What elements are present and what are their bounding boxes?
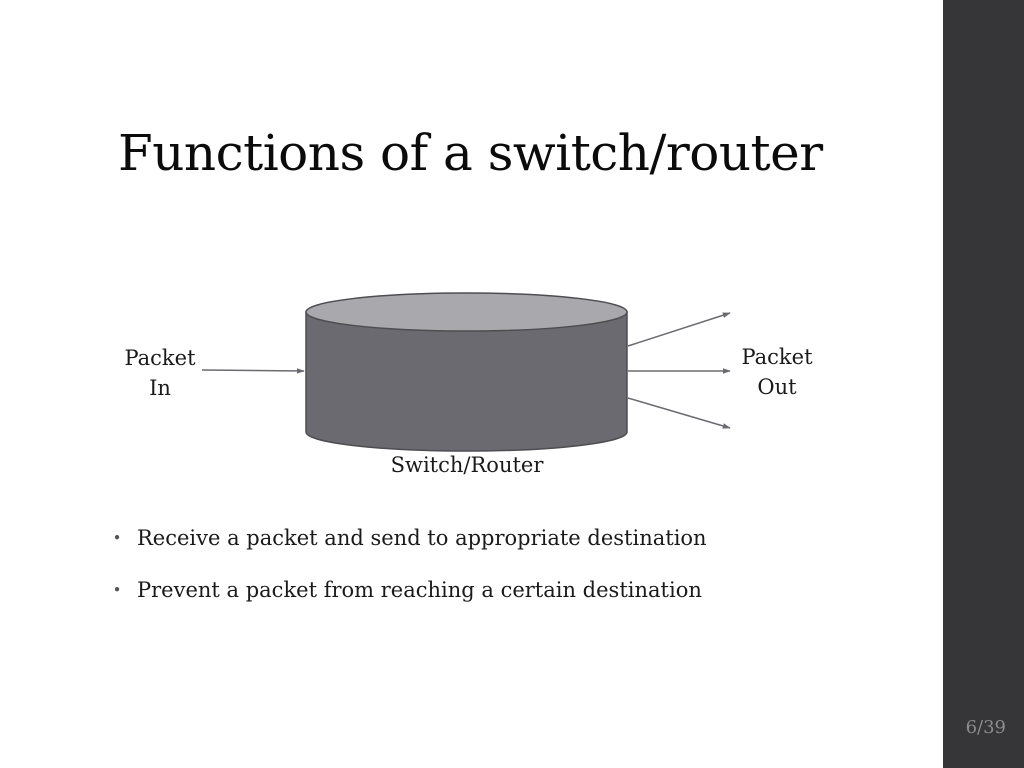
slide-title: Functions of a switch/router <box>118 124 823 182</box>
switch-router-diagram: Packet In Packet Out Switch/Router <box>100 280 840 490</box>
output-arrow-down <box>627 397 731 429</box>
slide-sidebar: 6/39 <box>943 0 1024 768</box>
bullet-text: Receive a packet and send to appropriate… <box>137 526 707 550</box>
packet-out-label-line2: Out <box>757 375 797 399</box>
packet-in-label-line1: Packet <box>124 346 196 370</box>
input-arrow <box>201 368 305 374</box>
bullet-marker: • <box>112 581 122 599</box>
switch-router-cylinder <box>305 292 628 452</box>
bullet-marker: • <box>112 529 122 547</box>
cylinder-top <box>305 292 628 332</box>
diagram-canvas: Packet In Packet Out Switch/Router <box>124 292 813 477</box>
page-number: 6/39 <box>965 717 1006 738</box>
switch-router-label: Switch/Router <box>391 453 545 477</box>
cylinder-body <box>305 311 628 452</box>
bullet-text: Prevent a packet from reaching a certain… <box>137 578 702 602</box>
packet-out-label: Packet Out <box>741 345 813 399</box>
packet-in-label-line2: In <box>149 376 171 400</box>
packet-in-label: Packet In <box>124 346 196 400</box>
output-arrow-up <box>627 312 731 347</box>
packet-out-label-line1: Packet <box>741 345 813 369</box>
